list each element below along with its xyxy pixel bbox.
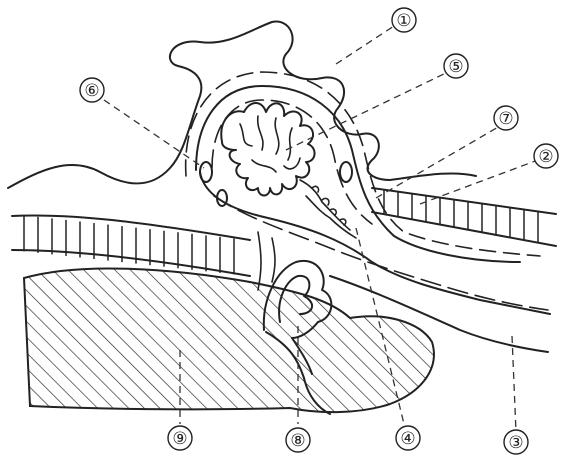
callout-1: ① (392, 8, 416, 32)
callout-1-label: ① (396, 11, 411, 31)
wavy-surface-outline (8, 22, 476, 188)
left-striped-band (12, 215, 250, 276)
leader-line-1 (336, 26, 394, 64)
vertical-vessel (258, 232, 275, 290)
gland-inner-folds (240, 116, 300, 172)
duct-knobs (312, 186, 346, 225)
leader-line-2 (420, 160, 538, 204)
callout-6-label: ⑥ (84, 81, 99, 101)
callout-6: ⑥ (80, 78, 104, 102)
callout-3-label: ③ (508, 433, 523, 453)
hatched-tissue-region (24, 268, 434, 412)
callout-3: ③ (504, 430, 528, 454)
leader-line-3 (512, 336, 516, 432)
callout-8-label: ⑧ (290, 431, 305, 451)
callout-7: ⑦ (494, 106, 518, 130)
callout-9-label: ⑨ (172, 429, 187, 449)
small-oval-right (340, 162, 352, 182)
small-oval-left-upper (200, 162, 212, 182)
convoluted-gland (221, 103, 314, 196)
callout-4-label: ④ (400, 429, 415, 449)
leader-line-6 (104, 100, 204, 168)
callout-5: ⑤ (444, 54, 468, 78)
callout-8: ⑧ (286, 428, 310, 452)
callout-5-label: ⑤ (448, 57, 463, 77)
leader-line-5 (286, 72, 448, 150)
callout-9: ⑨ (168, 426, 192, 450)
callout-2-label: ② (538, 147, 553, 167)
right-striped-band (372, 188, 556, 246)
callout-2: ② (534, 144, 558, 168)
callout-4: ④ (396, 426, 420, 450)
callout-7-label: ⑦ (498, 109, 513, 129)
leader-line-7 (376, 126, 500, 198)
